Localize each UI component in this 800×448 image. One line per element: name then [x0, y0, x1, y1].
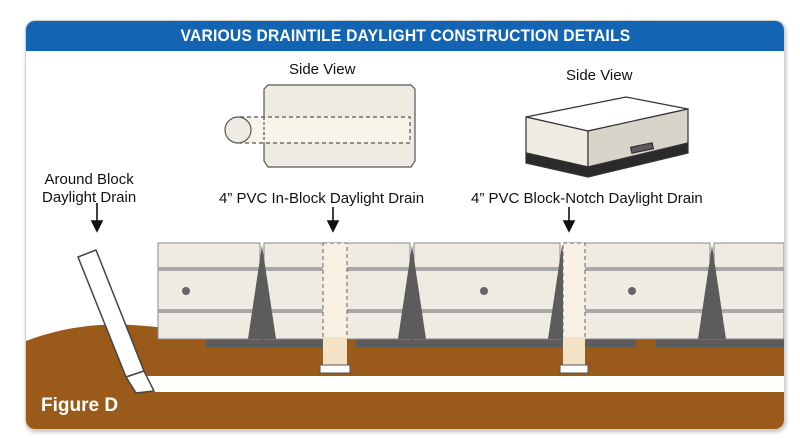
- label-side-view-2: Side View: [566, 67, 633, 84]
- pointer-arrows: [90, 203, 576, 233]
- block-holes: [182, 287, 636, 295]
- side-view-in-block: [224, 84, 416, 168]
- construction-drawing: [26, 84, 784, 429]
- label-around-block-line1: Around Block: [44, 171, 134, 188]
- label-around-block: Around Block Daylight Drain: [42, 171, 136, 207]
- block-wall: [157, 242, 784, 340]
- label-side-view-1: Side View: [289, 61, 356, 78]
- label-block-notch-drain: 4” PVC Block-Notch Daylight Drain: [471, 190, 703, 207]
- side-view-block-notch: [525, 96, 689, 178]
- around-block-pipe: [77, 249, 156, 394]
- block-webs: [248, 245, 726, 339]
- drain-pipe-channel: [136, 376, 784, 392]
- label-in-block-drain: 4” PVC In-Block Daylight Drain: [219, 190, 425, 207]
- header-bar: VARIOUS DRAINTILE DAYLIGHT CONSTRUCTION …: [26, 21, 784, 51]
- page-title: VARIOUS DRAINTILE DAYLIGHT CONSTRUCTION …: [180, 26, 630, 45]
- diagram-frame: VARIOUS DRAINTILE DAYLIGHT CONSTRUCTION …: [25, 20, 785, 430]
- label-around-block-line2: Daylight Drain: [42, 189, 137, 206]
- figure-label: Figure D: [41, 395, 119, 416]
